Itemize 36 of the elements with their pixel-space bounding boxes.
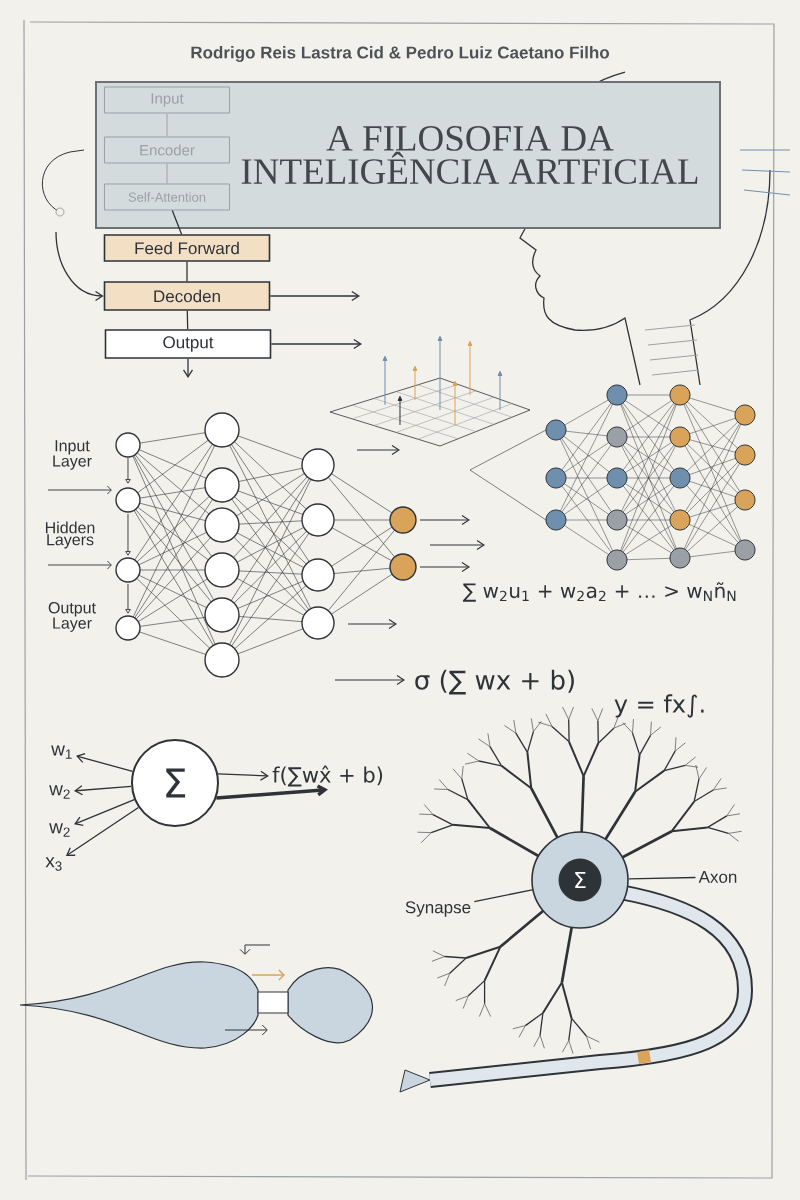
connector-line	[171, 209, 183, 235]
weight-label: w$_{1}$	[51, 745, 72, 759]
process-box: Self-Attention	[104, 183, 230, 211]
arrow	[182, 358, 194, 378]
weight-label: w$_{2}$	[49, 785, 70, 799]
layer-label: Hidden Layers	[45, 521, 95, 549]
arrow	[65, 806, 140, 857]
process-box: Input	[104, 86, 230, 114]
author-line: Rodrigo Reis Lastra Cid & Pedro Luiz Caetano Filho	[191, 46, 609, 62]
arrow	[270, 338, 362, 350]
weight-label: w$_{2}$	[49, 823, 70, 837]
leader-line	[473, 889, 533, 903]
input-label: x$_{3}$	[45, 857, 62, 871]
connector-line	[186, 261, 188, 282]
process-box: Feed Forward	[103, 234, 271, 262]
arrow	[55, 231, 104, 302]
arrow	[74, 799, 135, 826]
arrow	[74, 785, 132, 796]
axon-label: Axon	[698, 871, 737, 883]
formula: y = fx∫.	[614, 694, 704, 718]
layer-label: Output Layer	[48, 602, 96, 632]
connector-line	[186, 310, 189, 330]
formula: ∑ w$_{2}$u$_{1}$ + w$_{2}$a$_{2}$ + … > w$_{N}$ñ$_{N}$	[463, 582, 736, 602]
function-label: f(∑wx̂ + b)	[272, 765, 383, 787]
leader-line	[628, 876, 697, 880]
layer-label: Input Layer	[53, 440, 92, 470]
process-box: Output	[104, 329, 272, 359]
process-box: Encoder	[104, 136, 230, 164]
formula: σ (∑ wx + b)	[415, 669, 574, 695]
title: A FILOSOFIA DA INTELIGÊNCIA ARTFICIAL	[241, 126, 698, 184]
synapse-label: Synapse	[405, 901, 471, 917]
arrow	[76, 753, 134, 772]
arrow	[216, 784, 328, 800]
arrow	[217, 770, 269, 781]
arrow	[269, 290, 360, 302]
process-box: Decoden	[103, 281, 271, 311]
